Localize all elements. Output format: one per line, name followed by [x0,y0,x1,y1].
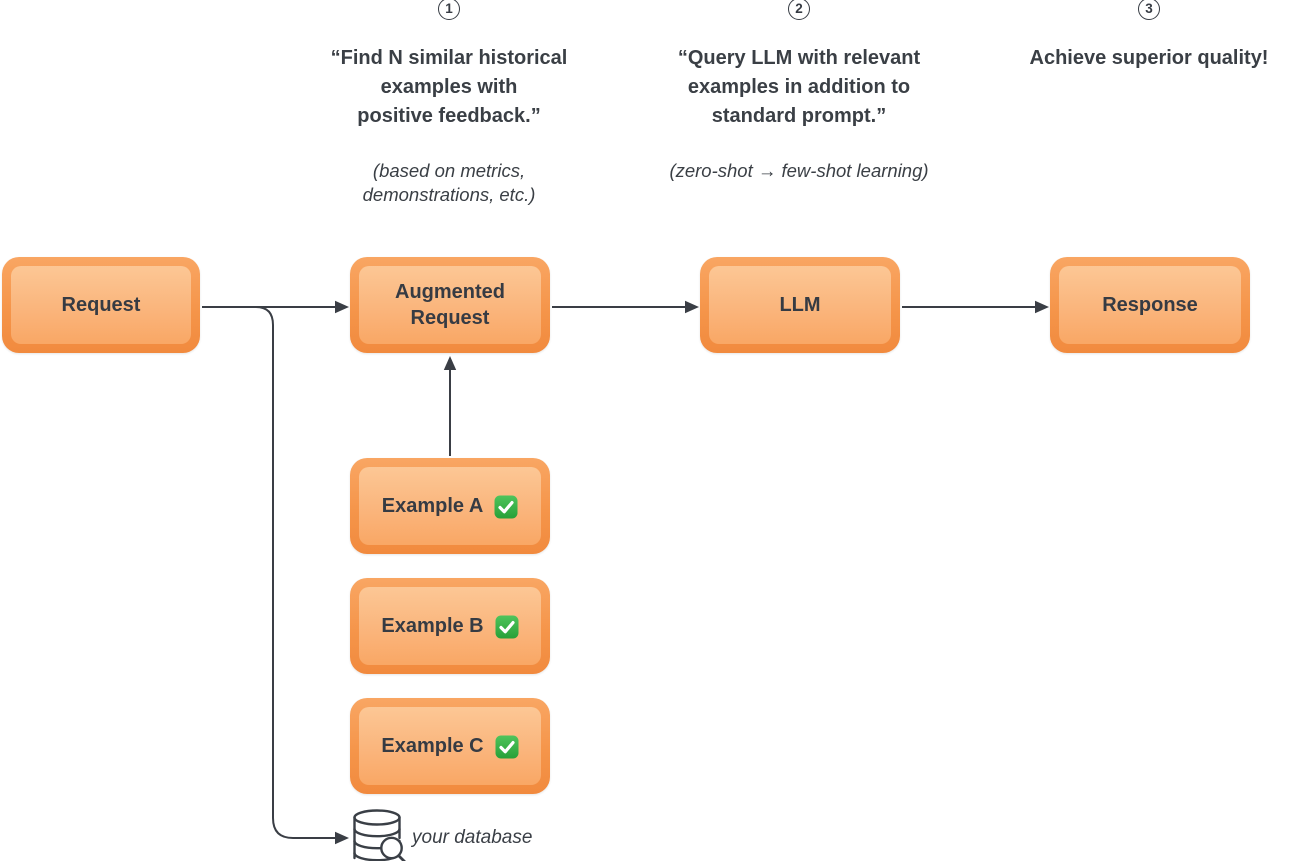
node-example-a-row: Example A [359,467,541,545]
step-3-quote: Achieve superior quality! [1029,47,1269,69]
node-llm-label: LLM [709,266,891,344]
node-llm: LLM [700,257,900,353]
arrowhead [1035,300,1049,314]
node-augmented-request-label: Augmented Request [359,266,541,344]
node-request-label: Request [11,266,191,344]
node-example-c-label: Example C [381,735,484,757]
check-mark-icon [495,735,519,758]
check-mark-icon [494,495,518,518]
node-example-c-row: Example C [359,707,541,785]
database-caption: your database [412,827,533,848]
step-2-quote: “Query LLM with relevant examples in add… [677,47,921,127]
arrowhead [685,300,699,314]
node-response: Response [1050,257,1250,353]
step-2-number-badge: 2 [788,0,810,20]
arrow-branch-to-database [255,306,335,839]
step-1-header: 1 “Find N similar historical examples wi… [279,0,619,207]
arrowhead [335,300,349,314]
node-example-b: Example B [350,578,550,674]
database-search-icon [353,809,406,861]
node-example-b-row: Example B [359,587,541,665]
node-request: Request [2,257,200,353]
step-1-number-badge: 1 [438,0,460,20]
step-2-note: (zero-shot → few-shot learning) [669,160,929,181]
node-example-c: Example C [350,698,550,794]
step-2-header: 2 “Query LLM with relevant examples in a… [629,0,969,183]
node-augmented-request: Augmented Request [350,257,550,353]
node-example-a: Example A [350,458,550,554]
node-example-b-label: Example B [381,615,484,637]
check-mark-icon [495,615,519,638]
step-1-note: (based on metrics, demonstrations, etc.) [362,160,536,205]
arrowhead [443,356,457,370]
arrowhead [335,831,349,845]
step-3-header: 3 Achieve superior quality! [979,0,1295,73]
node-response-label: Response [1059,266,1241,344]
node-example-a-label: Example A [381,495,484,517]
step-3-number-badge: 3 [1138,0,1160,20]
step-1-quote: “Find N similar historical examples with… [330,47,568,127]
